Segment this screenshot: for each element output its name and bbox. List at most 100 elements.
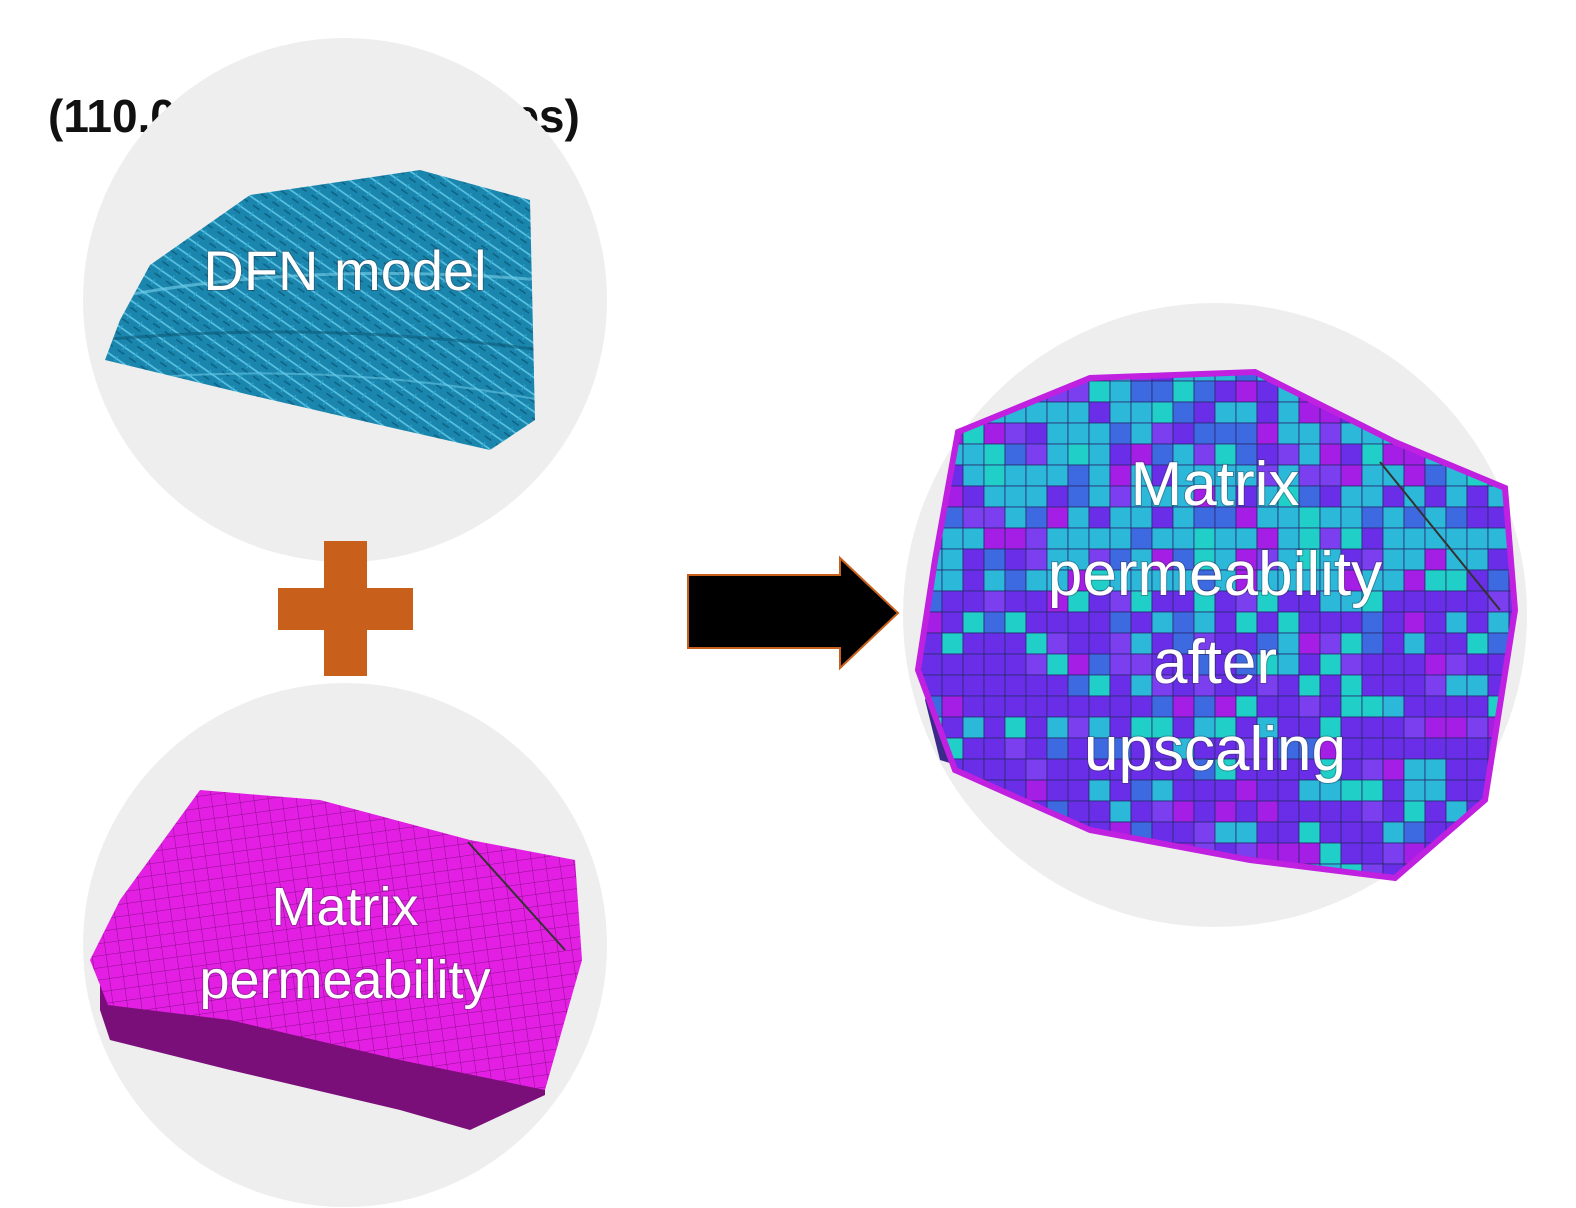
result-grid-cell: [1319, 464, 1342, 487]
result-grid-cell: [1424, 506, 1447, 529]
result-grid-cell: [1004, 464, 1027, 487]
result-grid-cell: [1382, 758, 1405, 781]
result-grid-cell: [1424, 863, 1447, 878]
result-grid-cell: [983, 653, 1006, 676]
result-grid-cell: [1214, 422, 1237, 445]
result-grid-cell: [1340, 821, 1363, 844]
result-grid-cell: [1446, 885, 1467, 906]
result-grid-cell: [1046, 422, 1069, 445]
result-grid-cell: [1508, 485, 1515, 508]
result-grid-cell: [983, 464, 1006, 487]
result-grid-cell: [1046, 485, 1069, 508]
result-grid-cell: [918, 863, 922, 878]
result-grid-cell: [1151, 401, 1174, 424]
result-grid-cell: [1025, 758, 1048, 781]
matrix-label-line-1: Matrix: [272, 877, 419, 937]
result-grid-cell: [1277, 422, 1300, 445]
result-grid-cell: [1088, 800, 1111, 823]
result-grid-cell: [1466, 716, 1489, 739]
result-grid-cell: [1004, 632, 1027, 655]
result-grid-cell: [1424, 695, 1447, 718]
result-grid-cell: [920, 653, 943, 676]
result-grid-cell: [1445, 758, 1468, 781]
result-grid-cell: [1382, 779, 1405, 802]
result-grid-cell: [962, 632, 985, 655]
result-grid-cell: [962, 674, 985, 697]
result-grid-cell: [1382, 527, 1405, 550]
result-grid-cell: [1361, 779, 1384, 802]
result-grid-cell: [1466, 401, 1489, 424]
result-grid-cell: [1109, 464, 1132, 487]
result-grid-cell: [1487, 548, 1510, 571]
result-grid-cell: [1508, 779, 1515, 802]
result-grid-cell: [983, 569, 1006, 592]
result-grid-cell: [1340, 485, 1363, 508]
result-grid-cell: [983, 443, 1006, 466]
result-grid-cell: [1361, 800, 1384, 823]
result-grid-cell: [1172, 422, 1195, 445]
result-grid-cell: [1088, 611, 1111, 634]
result-grid-cell: [1277, 401, 1300, 424]
result-grid-cell: [962, 842, 985, 865]
result-grid-cell: [1004, 527, 1027, 550]
result-grid-cell: [1025, 422, 1048, 445]
dfn-texture: [105, 271, 535, 401]
result-grid-cell: [941, 800, 964, 823]
result-grid-cell: [1214, 800, 1237, 823]
result-grid-cell: [920, 863, 943, 878]
result-grid-cell: [941, 401, 964, 424]
result-grid-cell: [1193, 401, 1216, 424]
result-grid-cell: [1466, 485, 1489, 508]
result-grid-cell: [1088, 464, 1111, 487]
result-grid-cell: [1509, 885, 1530, 906]
result-grid-cell: [918, 842, 922, 865]
result-grid-cell: [1340, 653, 1363, 676]
result-grid-cell: [1403, 779, 1426, 802]
plus-icon: [278, 541, 413, 676]
result-grid-cell: [1109, 695, 1132, 718]
result-grid-cell: [1508, 422, 1515, 445]
result-grid-cell: [1004, 695, 1027, 718]
result-grid-cell: [1025, 485, 1048, 508]
result-grid-cell: [1004, 422, 1027, 445]
result-grid-cell: [983, 737, 1006, 760]
result-grid-cell: [1235, 695, 1258, 718]
result-grid-cell: [1256, 821, 1279, 844]
result-grid-cell: [920, 401, 943, 424]
result-grid-cell: [1319, 842, 1342, 865]
result-grid-cell: [1214, 401, 1237, 424]
result-grid-cell: [1277, 821, 1300, 844]
result-grid-cell: [941, 611, 964, 634]
result-grid-cell: [962, 527, 985, 550]
result-grid-cell: [1403, 590, 1426, 613]
result-grid-cell: [1508, 800, 1515, 823]
result-grid-cell: [1046, 506, 1069, 529]
result-grid-cell: [962, 464, 985, 487]
result-grid-cell: [1403, 527, 1426, 550]
result-grid-cell: [1508, 737, 1515, 760]
result-grid-cell: [1067, 422, 1090, 445]
result-grid-cell: [1256, 401, 1279, 424]
result-label-line-2: permeability: [1048, 540, 1382, 609]
result-grid-cell: [920, 372, 943, 382]
result-grid-cell: [1340, 800, 1363, 823]
result-grid-cell: [1130, 674, 1153, 697]
result-grid-cell: [1235, 401, 1258, 424]
result-grid-cell: [1067, 464, 1090, 487]
result-grid-cell: [962, 506, 985, 529]
result-grid-cell: [1130, 380, 1153, 403]
result-grid-cell: [983, 506, 1006, 529]
result-grid-cell: [1298, 443, 1321, 466]
result-grid-cell: [1445, 779, 1468, 802]
result-grid-cell: [1130, 695, 1153, 718]
result-grid-cell: [1130, 632, 1153, 655]
result-outline: [914, 368, 1519, 882]
result-grid-cell: [1445, 590, 1468, 613]
result-grid-cell: [1382, 674, 1405, 697]
result-grid-cell: [1382, 611, 1405, 634]
result-grid-cell: [1487, 401, 1510, 424]
result-grid-cell: [920, 779, 943, 802]
result-grid-cell: [1508, 372, 1515, 382]
result-grid-cell: [1004, 674, 1027, 697]
result-grid-cell: [1109, 674, 1132, 697]
